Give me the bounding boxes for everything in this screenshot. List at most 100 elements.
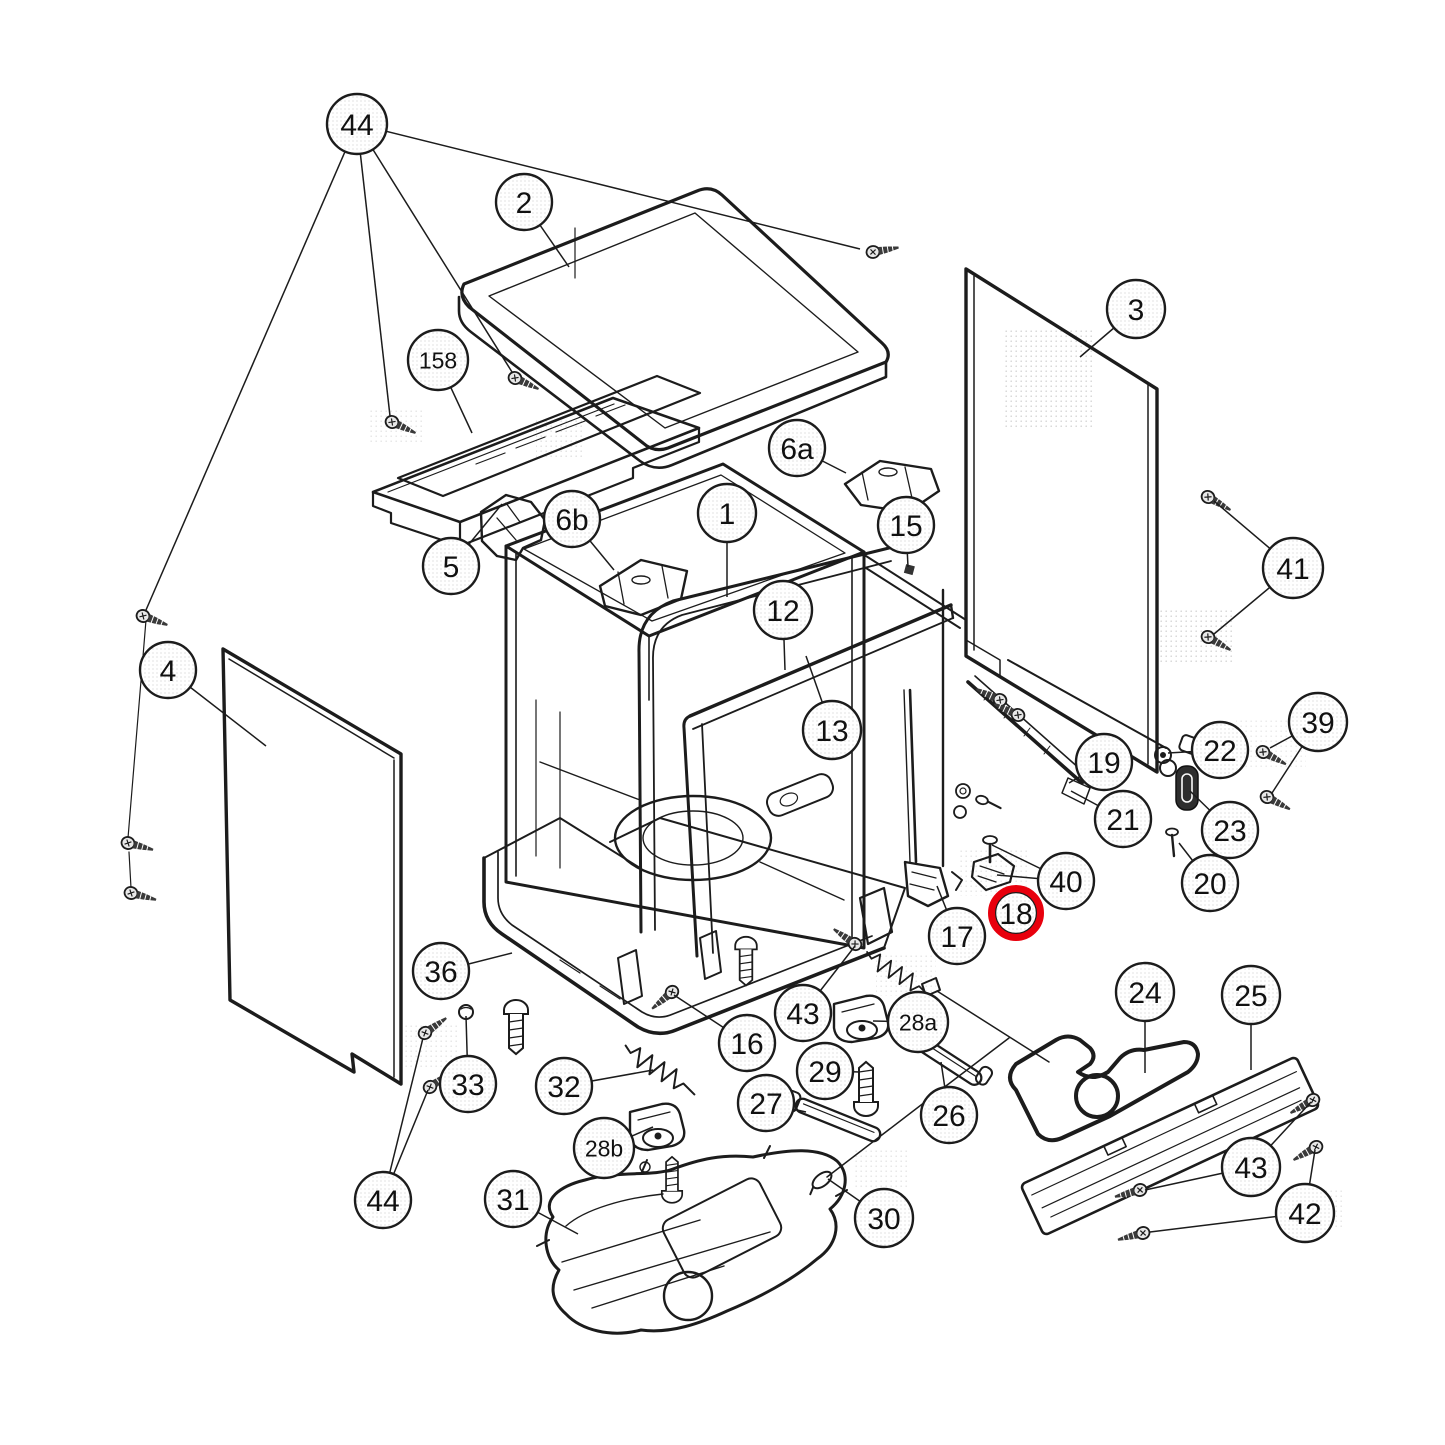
balloon-circle[interactable]	[1074, 732, 1134, 792]
balloon-number: 1	[719, 498, 736, 531]
balloon-circle[interactable]	[1036, 851, 1096, 911]
callout-24[interactable]: 24	[1114, 961, 1176, 1023]
balloon-circle[interactable]	[542, 489, 602, 549]
leader-line-44-top	[356, 123, 861, 250]
balloon-circle[interactable]	[572, 1116, 636, 1180]
balloon-circle[interactable]	[421, 536, 481, 596]
balloon-circle[interactable]	[795, 1041, 855, 1101]
callout-5[interactable]: 5	[421, 536, 481, 596]
callout-13[interactable]: 13	[801, 699, 863, 761]
callout-26[interactable]: 26	[919, 1085, 979, 1145]
balloon-circle[interactable]	[886, 990, 950, 1054]
part-tub	[504, 462, 866, 950]
callout-158[interactable]: 158	[406, 328, 470, 392]
shading-patch	[1160, 610, 1234, 664]
part-clip-6a	[843, 459, 941, 514]
balloon-circle[interactable]	[494, 172, 554, 232]
balloon-circle[interactable]	[325, 92, 389, 156]
callout-23[interactable]: 23	[1200, 800, 1260, 860]
callout-33[interactable]: 33	[438, 1054, 498, 1114]
balloon-circle[interactable]	[919, 1085, 979, 1145]
callout-12[interactable]: 12	[752, 579, 814, 641]
callout-22[interactable]: 22	[1190, 720, 1250, 780]
callout-44-top[interactable]: 44	[325, 92, 389, 156]
callout-27[interactable]: 27	[736, 1073, 796, 1133]
callout-40[interactable]: 40	[1036, 851, 1096, 911]
callout-39[interactable]: 39	[1287, 691, 1349, 753]
balloon-number: 18	[999, 898, 1032, 931]
balloon-circle[interactable]	[736, 1073, 796, 1133]
callout-28b[interactable]: 28b	[572, 1116, 636, 1180]
part-clip-15	[903, 564, 915, 576]
balloon-circle[interactable]	[1200, 800, 1260, 860]
callout-17[interactable]: 17	[927, 906, 987, 966]
callout-20[interactable]: 20	[1180, 853, 1240, 913]
balloon-circle[interactable]	[1190, 720, 1250, 780]
balloon-circle[interactable]	[767, 418, 827, 478]
callout-42[interactable]: 42	[1274, 1182, 1336, 1244]
callout-2[interactable]: 2	[494, 172, 554, 232]
balloon-circle[interactable]	[1220, 1136, 1282, 1198]
balloon-circle[interactable]	[483, 1169, 543, 1229]
balloon-circle[interactable]	[411, 941, 471, 1001]
callout-44-bottom[interactable]: 44	[353, 1170, 413, 1230]
callout-3[interactable]: 3	[1105, 278, 1167, 340]
balloon-number: 29	[808, 1056, 841, 1089]
balloon-circle[interactable]	[1261, 536, 1325, 600]
callout-36[interactable]: 36	[411, 941, 471, 1001]
part-left-panel	[221, 647, 403, 1086]
leader-line-44-top	[356, 123, 391, 417]
leader-line-44-top	[145, 123, 358, 611]
balloon-circle[interactable]	[1105, 278, 1167, 340]
balloon-number: 158	[419, 347, 457, 373]
balloon-number: 32	[547, 1071, 580, 1104]
callout-1[interactable]: 1	[696, 482, 758, 544]
balloon-number: 42	[1288, 1198, 1321, 1231]
callout-25[interactable]: 25	[1220, 964, 1282, 1026]
balloon-circle[interactable]	[1114, 961, 1176, 1023]
highlight-ring	[988, 885, 1044, 941]
balloon-circle[interactable]	[1220, 964, 1282, 1026]
shading-patch	[876, 952, 936, 996]
callout-6a[interactable]: 6a	[767, 418, 827, 478]
callout-41[interactable]: 41	[1261, 536, 1325, 600]
callout-31[interactable]: 31	[483, 1169, 543, 1229]
callout-4[interactable]: 4	[138, 640, 198, 700]
callout-29[interactable]: 29	[795, 1041, 855, 1101]
balloon-circle[interactable]	[1093, 789, 1153, 849]
callout-6b[interactable]: 6b	[542, 489, 602, 549]
callout-30[interactable]: 30	[853, 1187, 915, 1249]
callout-16[interactable]: 16	[717, 1013, 777, 1073]
callout-19[interactable]: 19	[1074, 732, 1134, 792]
callout-21[interactable]: 21	[1093, 789, 1153, 849]
callout-18[interactable]: 18	[988, 885, 1044, 941]
exploded-view-artwork	[119, 187, 1342, 1335]
balloon-circle[interactable]	[1287, 691, 1349, 753]
balloon-circle[interactable]	[353, 1170, 413, 1230]
balloon-circle[interactable]	[534, 1056, 594, 1116]
callout-15[interactable]: 15	[876, 495, 936, 555]
callout-43-left[interactable]: 43	[773, 983, 833, 1043]
callout-43-right[interactable]: 43	[1220, 1136, 1282, 1198]
balloon-circle[interactable]	[406, 328, 470, 392]
balloon-circle[interactable]	[1180, 853, 1240, 913]
balloon-circle[interactable]	[752, 579, 814, 641]
balloon-circle[interactable]	[1274, 1182, 1336, 1244]
callout-32[interactable]: 32	[534, 1056, 594, 1116]
balloon-circle[interactable]	[717, 1013, 777, 1073]
balloon-circle[interactable]	[801, 699, 863, 761]
balloon-circle[interactable]	[853, 1187, 915, 1249]
callout-28a[interactable]: 28a	[886, 990, 950, 1054]
balloon-circle[interactable]	[696, 482, 758, 544]
balloon-number: 21	[1106, 804, 1139, 837]
balloon-circle[interactable]	[773, 983, 833, 1043]
balloon-circle[interactable]	[138, 640, 198, 700]
balloon-number: 20	[1193, 868, 1226, 901]
leader-line-44-top	[356, 123, 513, 373]
balloon-circle[interactable]	[876, 495, 936, 555]
balloon-circle[interactable]	[438, 1054, 498, 1114]
balloon-circle[interactable]	[927, 906, 987, 966]
